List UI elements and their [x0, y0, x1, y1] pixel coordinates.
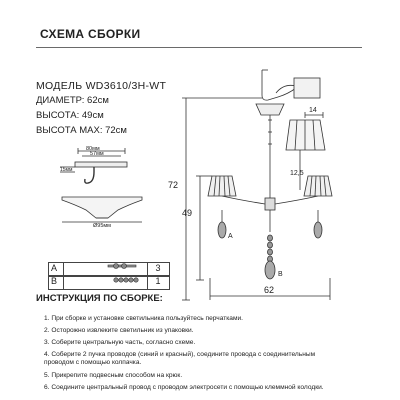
dim-diameter: 62: [264, 285, 274, 295]
part-qty-a: 3: [155, 263, 161, 273]
spec-diameter: ДИАМЕТР: 62см: [36, 95, 109, 106]
instruction-step: 3. Соберите центральную часть, согласно …: [44, 339, 196, 346]
instruction-step: проводом с помощью колпачка.: [44, 359, 142, 366]
dim-shade-height: 12,5: [290, 170, 304, 177]
instruction-step: 4. Соберите 2 пучка проводов (синий и кр…: [44, 351, 316, 358]
instruction-step: 5. Прикрепите подвесным способом на крюк…: [44, 372, 183, 379]
mark-b-label: B: [278, 271, 283, 278]
dim-height: 49: [182, 208, 192, 218]
spec-height: ВЫСОТА: 49см: [36, 110, 104, 121]
mark-a-label: A: [228, 233, 233, 240]
canopy-width-inner: 57мм: [90, 151, 104, 157]
canopy-diameter: Ø95мм: [93, 223, 111, 229]
instruction-step: 1. При сборке и установке светильника по…: [44, 315, 244, 322]
part-qty-b: 1: [155, 276, 161, 286]
instructions-title: ИНСТРУКЦИЯ ПО СБОРКЕ:: [36, 293, 163, 304]
instruction-step: 6. Соедините центральный провод с провод…: [44, 384, 324, 391]
dim-shade-width: 14: [309, 107, 317, 114]
canopy-detail: [60, 148, 143, 223]
page-title: СХЕМА СБОРКИ: [40, 27, 141, 41]
instruction-step: 2. Осторожно извлеките светильник из упа…: [44, 327, 194, 334]
chandelier-drawing: [182, 69, 333, 301]
title-divider: [36, 47, 362, 48]
dim-height-max: 72: [168, 180, 178, 190]
model-label: МОДЕЛЬ WD3610/3H-WT: [36, 80, 167, 92]
part-b-glyph: [113, 277, 139, 283]
canopy-height: 15мм: [60, 167, 73, 173]
part-letter-a: A: [51, 263, 58, 273]
part-a-glyph: [107, 263, 137, 269]
spec-height-max: ВЫСОТА MAX: 72см: [36, 125, 127, 136]
parts-row-a: A 3: [48, 262, 170, 277]
part-letter-b: B: [51, 276, 58, 286]
parts-row-b: B 1: [48, 275, 170, 290]
canopy-width-top: 80мм: [86, 146, 100, 152]
